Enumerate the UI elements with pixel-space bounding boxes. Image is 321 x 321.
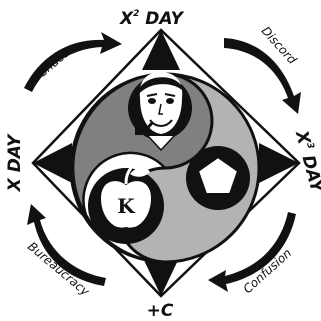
left-label: X DAY [5,133,25,192]
chaos-arrow [24,32,122,92]
top-label: X2 DAY [119,9,185,29]
apple-emblem: K [88,168,164,244]
pentagon-emblem [186,146,250,210]
apple-letter: K [117,194,135,218]
bottom-label: +C [147,301,174,321]
chaos-label: Chaos [35,46,72,80]
bureaucracy-label: Bureaucracy [25,239,93,299]
